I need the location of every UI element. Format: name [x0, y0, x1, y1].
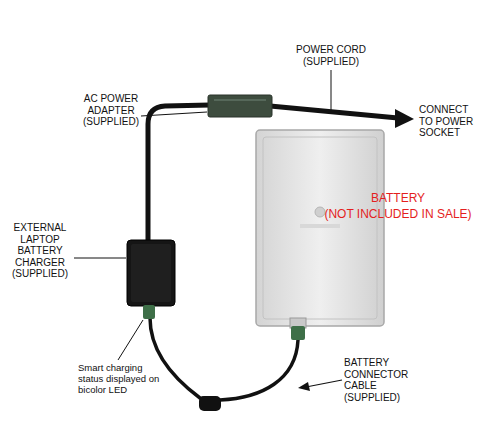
leader-line [74, 258, 126, 259]
note-label: Smart charging status displayed on bicol… [78, 363, 164, 396]
battery-body [256, 130, 384, 326]
leader-arrow [298, 382, 310, 391]
battery-marking [300, 224, 340, 228]
ac-adapter [208, 95, 272, 117]
battery-logo [315, 207, 325, 217]
power-cord-arrow [395, 109, 414, 128]
dc-cable [148, 105, 210, 242]
power-cord [270, 106, 398, 118]
note-label: CONNECT TO POWER SOCKET [419, 104, 477, 139]
leader-line [118, 320, 143, 360]
part-label: POWER CORD (SUPPLIED) [296, 44, 366, 67]
leader-line [306, 380, 342, 387]
ferrite-bead [199, 396, 221, 411]
part-label: EXTERNAL LAPTOP BATTERY CHARGER (SUPPLIE… [8, 222, 72, 280]
charger-plug-led [143, 305, 155, 319]
part-label: BATTERY CONNECTOR CABLE (SUPPLIED) [344, 357, 420, 403]
connector-cable [150, 318, 298, 400]
charger-face [131, 244, 171, 302]
ac-adapter-edge [214, 99, 266, 101]
battery-plug [291, 326, 305, 340]
leader-line [141, 112, 207, 116]
part-label: AC POWER ADAPTER (SUPPLIED) [80, 93, 142, 128]
battery-panel [263, 137, 377, 319]
battery-note: (NOT INCLUDED IN SALE) [320, 208, 476, 222]
battery-label: BATTERY [320, 192, 476, 206]
leader-line [331, 70, 332, 110]
charger-body [127, 240, 175, 306]
